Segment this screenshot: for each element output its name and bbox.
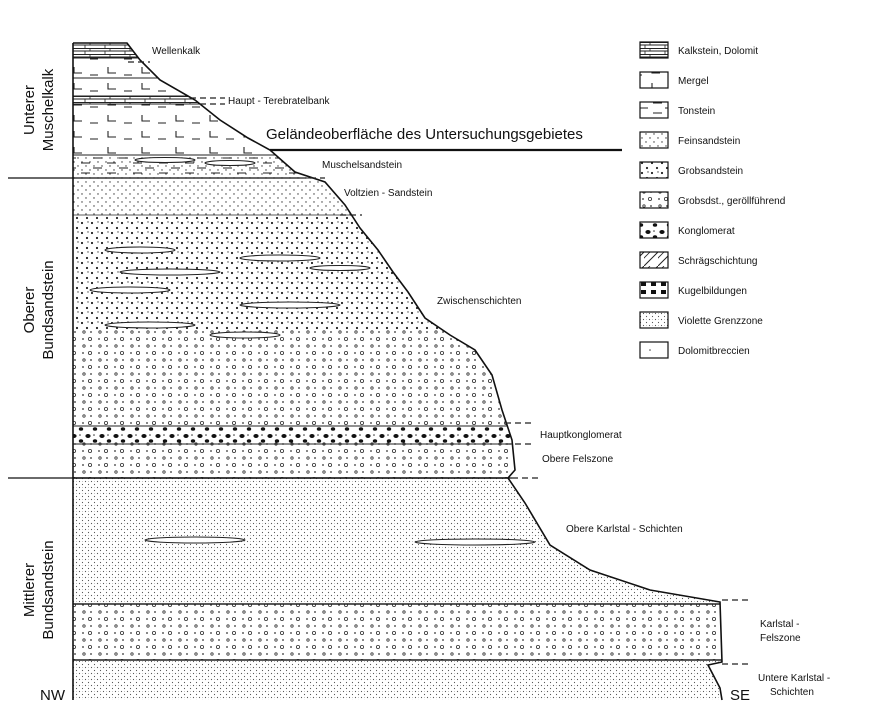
label-muschelsandstein: Muschelsandstein bbox=[322, 160, 402, 171]
legend-label-kalkstein: Kalkstein, Dolomit bbox=[678, 46, 758, 57]
label-wellenkalk: Wellenkalk bbox=[152, 46, 201, 57]
legend: Kalkstein, DolomitMergelTonsteinFeinsand… bbox=[640, 42, 785, 358]
legend-swatch-mergel bbox=[640, 72, 668, 88]
legend-label-grobsdst: Grobsdst., geröllführend bbox=[678, 196, 785, 207]
legend-label-tonstein: Tonstein bbox=[678, 106, 715, 117]
label-karlstal-felszone-2: Felszone bbox=[760, 633, 801, 644]
legend-label-mergel: Mergel bbox=[678, 76, 709, 87]
bed-untere-karlstal-schichten bbox=[60, 660, 740, 707]
legend-swatch-feinsandstein bbox=[640, 132, 668, 148]
legend-label-violett: Violette Grenzzone bbox=[678, 316, 763, 327]
label-gelaendeoberflaeche: Geländeoberfläche des Untersuchungsgebie… bbox=[266, 126, 583, 143]
bed-karlstal-felszone bbox=[60, 604, 740, 660]
legend-swatch-violett bbox=[640, 312, 668, 328]
label-obere-karlstal-schichten: Obere Karlstal - Schichten bbox=[566, 524, 683, 535]
legend-label-grobsandstein: Grobsandstein bbox=[678, 166, 743, 177]
label-zwischenschichten: Zwischenschichten bbox=[437, 296, 521, 307]
label-hauptkonglomerat: Hauptkonglomerat bbox=[540, 430, 622, 441]
bed-zwischenschichten bbox=[60, 330, 740, 426]
zone-label-mittlerer-bundsandstein-1: Mittlerer bbox=[21, 563, 38, 617]
orientation-nw: NW bbox=[40, 687, 66, 704]
zone-label-oberer-bundsandstein-1: Oberer bbox=[21, 287, 38, 334]
legend-swatch-schraeg bbox=[640, 252, 668, 268]
label-obere-felszone: Obere Felszone bbox=[542, 454, 614, 465]
bed-mergel-upper bbox=[60, 58, 740, 96]
label-voltzien-sandstein: Voltzien - Sandstein bbox=[344, 188, 432, 199]
legend-label-schraeg: Schrägschichtung bbox=[678, 256, 758, 267]
legend-swatch-kalkstein bbox=[640, 42, 668, 58]
legend-label-feinsandstein: Feinsandstein bbox=[678, 136, 740, 147]
legend-label-dolomit: Dolomitbreccien bbox=[678, 346, 750, 357]
legend-swatch-grobsandstein bbox=[640, 162, 668, 178]
legend-swatch-tonstein bbox=[640, 102, 668, 118]
bed-terebratelbank bbox=[60, 96, 740, 104]
label-untere-karlstal-schichten-2: Schichten bbox=[770, 687, 814, 698]
legend-label-konglomerat: Konglomerat bbox=[678, 226, 735, 237]
legend-swatch-grobsdst bbox=[640, 192, 668, 208]
bed-obere-felszone bbox=[60, 440, 740, 478]
legend-label-kugel: Kugelbildungen bbox=[678, 286, 747, 297]
legend-swatch-konglomerat bbox=[640, 222, 668, 238]
bed-hauptkonglomerat bbox=[60, 426, 740, 444]
zone-label-oberer-bundsandstein-2: Bundsandstein bbox=[40, 260, 57, 359]
zone-label-unterer-muschelkalk-2: Muschelkalk bbox=[40, 68, 57, 151]
legend-swatch-kugel bbox=[640, 282, 668, 298]
label-untere-karlstal-schichten-1: Untere Karlstal - bbox=[758, 673, 830, 684]
orientation-se: SE bbox=[730, 687, 750, 704]
label-haupt-terebratelbank: Haupt - Terebratelbank bbox=[228, 96, 331, 107]
zone-label-unterer-muschelkalk-1: Unterer bbox=[21, 85, 38, 135]
zone-label-mittlerer-bundsandstein-2: Bundsandstein bbox=[40, 540, 57, 639]
label-karlstal-felszone-1: Karlstal - bbox=[760, 619, 799, 630]
legend-swatch-dolomit bbox=[640, 342, 668, 358]
